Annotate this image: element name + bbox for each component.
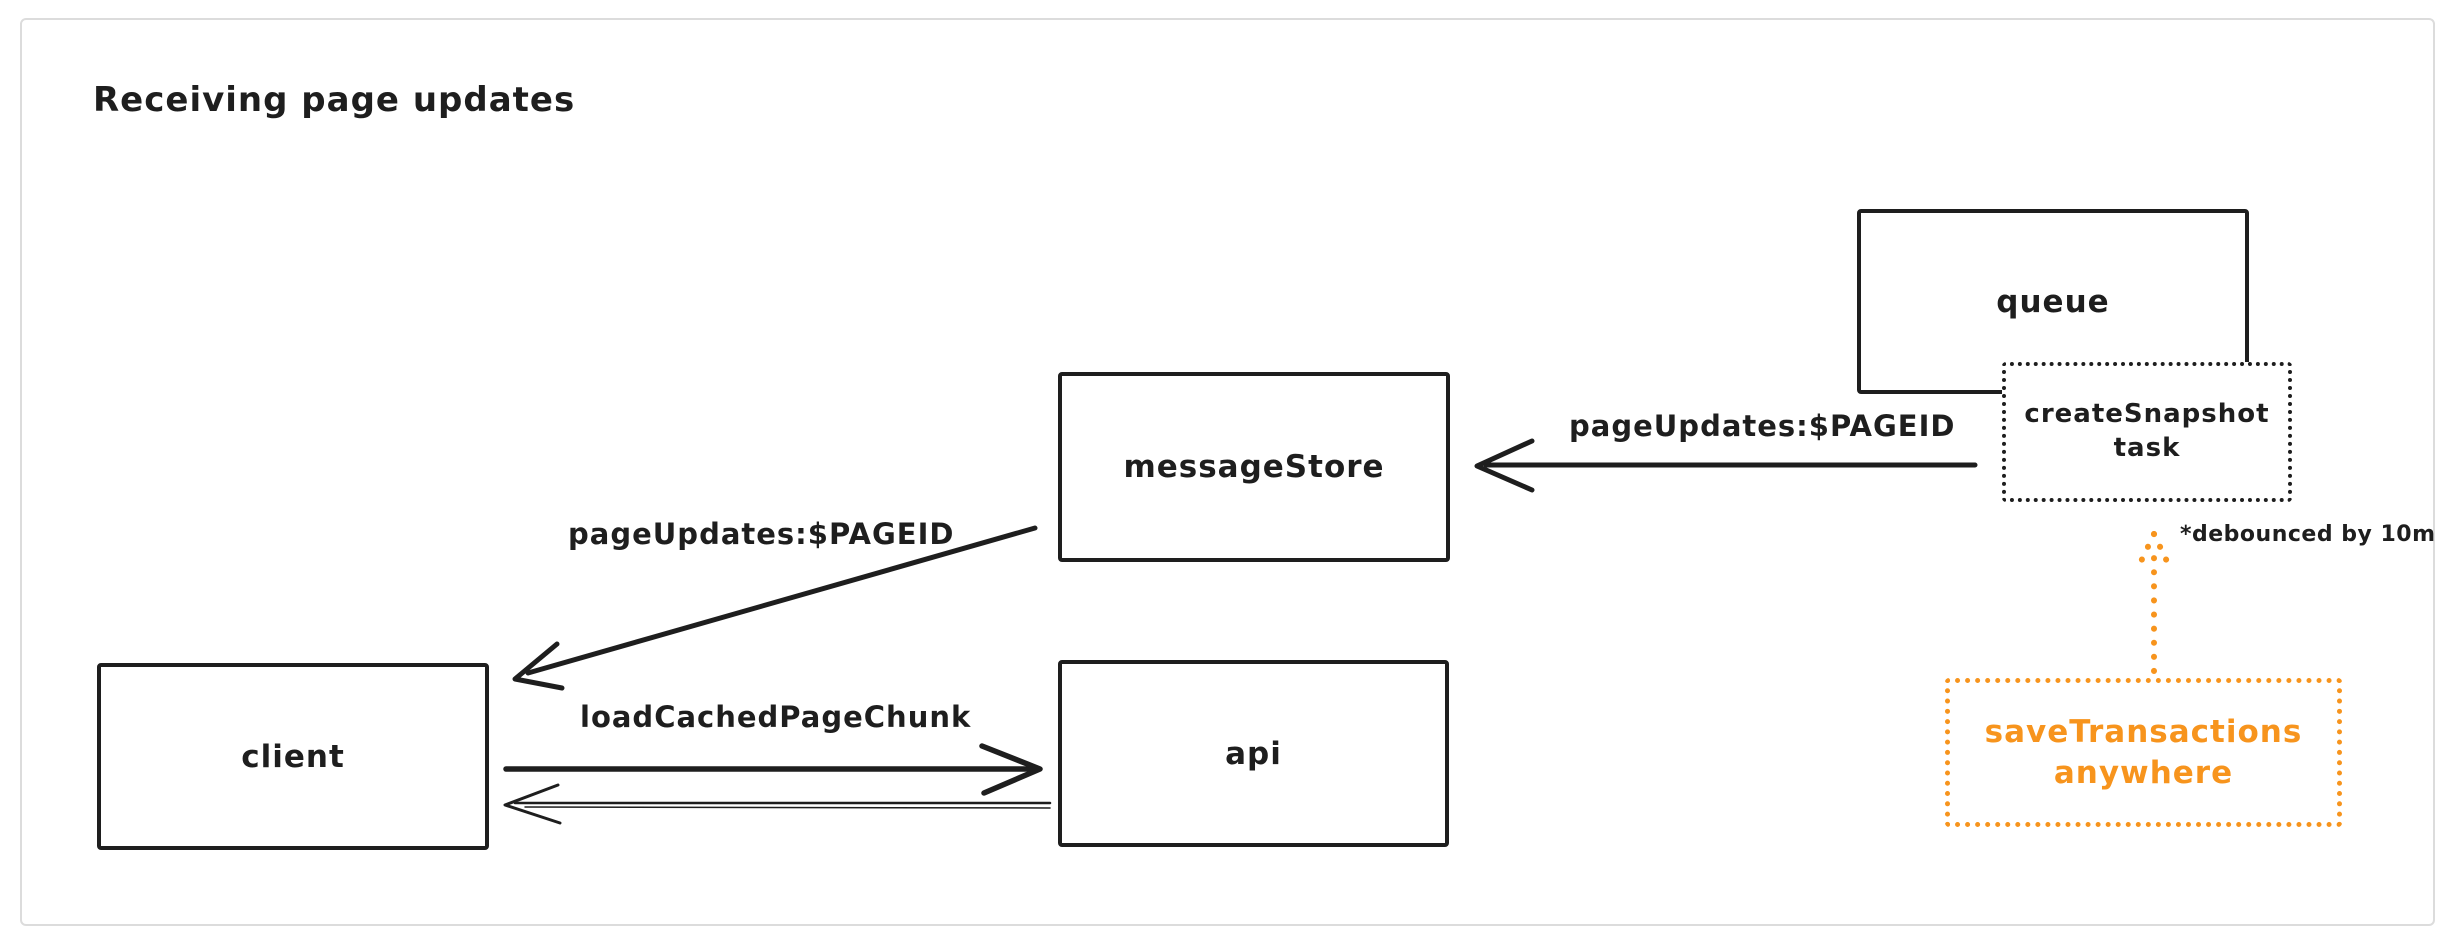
diagram-title: Receiving page updates — [93, 80, 576, 120]
node-create-snapshot-task: createSnapshot task — [2002, 362, 2292, 502]
node-queue-label: queue — [1996, 283, 2110, 320]
debounce-note: *debounced by 10m — [2180, 522, 2436, 547]
node-message-store: messageStore — [1058, 372, 1450, 562]
node-save-transactions-anywhere: saveTransactions anywhere — [1945, 678, 2342, 827]
node-api-label: api — [1225, 735, 1282, 772]
node-client-label: client — [241, 738, 345, 775]
edge-label-page-updates-top: pageUpdates:$PAGEID — [1569, 409, 1956, 443]
edge-label-load-cached-page-chunk: loadCachedPageChunk — [580, 700, 972, 734]
edge-label-page-updates-left: pageUpdates:$PAGEID — [568, 517, 955, 551]
node-client: client — [97, 663, 489, 850]
node-create-snapshot-task-label: createSnapshot task — [2024, 399, 2270, 463]
node-save-transactions-anywhere-label: saveTransactions anywhere — [1984, 714, 2303, 791]
node-api: api — [1058, 660, 1449, 847]
node-message-store-label: messageStore — [1123, 449, 1385, 485]
